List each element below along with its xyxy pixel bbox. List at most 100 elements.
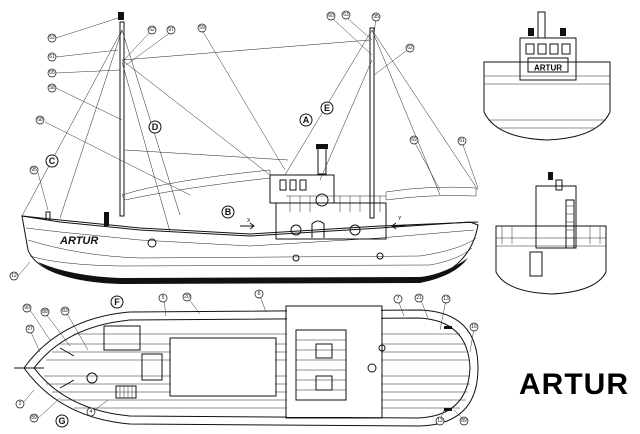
svg-text:A: A	[303, 115, 310, 125]
svg-text:27: 27	[27, 326, 33, 332]
svg-text:61: 61	[49, 54, 55, 60]
svg-text:2: 2	[19, 401, 22, 407]
section-label-d: D	[148, 120, 162, 134]
fore-mast	[119, 21, 125, 217]
porthole	[376, 252, 384, 260]
bow-view	[495, 172, 607, 295]
direction-mark-y: Y	[398, 216, 402, 222]
callout-83: 83	[60, 306, 70, 316]
deckhouse-inner	[295, 329, 347, 401]
callout-88: 88	[40, 307, 50, 317]
svg-text:4: 4	[90, 409, 93, 415]
callout-97: 97	[166, 25, 176, 35]
svg-text:G: G	[58, 416, 65, 426]
side-view-callouts: 63 61 62 97 59 65 58 68 95 12 60 63 95 6…	[9, 10, 479, 281]
skylight	[315, 343, 333, 359]
svg-text:59: 59	[199, 25, 205, 31]
bollard	[367, 363, 377, 373]
svg-text:68: 68	[37, 117, 43, 123]
deck-plan-callouts: 5 20 6 7 21 13 90 88 83 27 16 2 89 4 13 …	[15, 289, 479, 426]
svg-text:63: 63	[49, 35, 55, 41]
forward-hatch	[103, 325, 141, 351]
hull-bottom-band	[38, 258, 468, 284]
hatch-main-fill	[171, 339, 275, 395]
svg-text:95: 95	[373, 14, 379, 20]
porthole	[292, 254, 300, 262]
direction-arrow-x	[240, 222, 255, 230]
callout-59: 59	[197, 23, 207, 33]
svg-text:62: 62	[407, 45, 413, 51]
deckhouse-roof	[285, 305, 383, 419]
callout-69: 69	[409, 135, 419, 145]
svg-text:89: 89	[31, 415, 37, 421]
svg-text:5: 5	[162, 295, 165, 301]
callout-27: 27	[25, 324, 35, 334]
fore-mast-lamp	[118, 12, 124, 20]
svg-text:60: 60	[328, 13, 334, 19]
svg-text:16: 16	[471, 324, 477, 330]
deck-plan	[14, 305, 479, 427]
drawing-title: ARTUR	[519, 368, 629, 401]
hatch-main	[169, 337, 277, 397]
callout-65: 65	[47, 68, 57, 78]
callout-13b: 13	[435, 416, 445, 426]
callout-61: 61	[47, 52, 57, 62]
stern-fitting	[444, 326, 452, 329]
callout-16: 16	[469, 322, 479, 332]
section-label-e: E	[320, 101, 334, 115]
svg-text:B: B	[225, 207, 232, 217]
callout-2: 2	[15, 399, 25, 409]
callout-6: 6	[254, 289, 264, 299]
rigging	[21, 29, 479, 233]
callout-12: 12	[9, 271, 19, 281]
section-label-c: C	[45, 154, 59, 168]
bollard	[86, 372, 98, 384]
net-load-fore	[121, 169, 271, 201]
svg-text:89: 89	[461, 418, 467, 424]
callout-7: 7	[393, 294, 403, 304]
svg-text:20: 20	[184, 294, 190, 300]
svg-text:13: 13	[437, 418, 443, 424]
main-mast	[369, 27, 375, 219]
wheelhouse-window	[279, 179, 287, 191]
stern-fitting	[444, 408, 452, 411]
callout-89: 89	[29, 413, 39, 423]
callout-58: 58	[47, 83, 57, 93]
callout-63b: 63	[341, 10, 351, 20]
svg-text:69: 69	[411, 137, 417, 143]
skylight	[315, 375, 333, 391]
lifebuoy	[315, 193, 329, 207]
svg-text:62: 62	[149, 27, 155, 33]
svg-text:88: 88	[42, 309, 48, 315]
net-load-aft	[385, 186, 477, 201]
cabin	[275, 202, 387, 240]
funnel	[317, 147, 327, 175]
section-label-g: G	[55, 414, 69, 428]
waterline	[29, 247, 473, 267]
svg-text:95: 95	[31, 167, 37, 173]
callout-20: 20	[182, 292, 192, 302]
porthole	[290, 224, 302, 236]
svg-text:D: D	[152, 122, 159, 132]
callout-90: 90	[22, 303, 32, 313]
svg-text:58: 58	[49, 85, 55, 91]
direction-arrow-y	[391, 222, 406, 230]
callout-95: 95	[29, 165, 39, 175]
callout-63: 63	[47, 33, 57, 43]
svg-text:F: F	[114, 297, 120, 307]
porthole	[349, 224, 361, 236]
cabin-door	[311, 220, 325, 238]
svg-text:7: 7	[397, 296, 400, 302]
callout-89b: 89	[459, 416, 469, 426]
deckhouse-roof-fill	[287, 307, 381, 417]
callout-21: 21	[414, 293, 424, 303]
section-label-b: B	[221, 205, 235, 219]
svg-text:65: 65	[49, 70, 55, 76]
svg-text:90: 90	[24, 305, 30, 311]
callout-5: 5	[158, 293, 168, 303]
sheer-line	[25, 227, 475, 247]
section-label-a: A	[299, 113, 313, 127]
direction-mark-x: X	[247, 218, 251, 224]
